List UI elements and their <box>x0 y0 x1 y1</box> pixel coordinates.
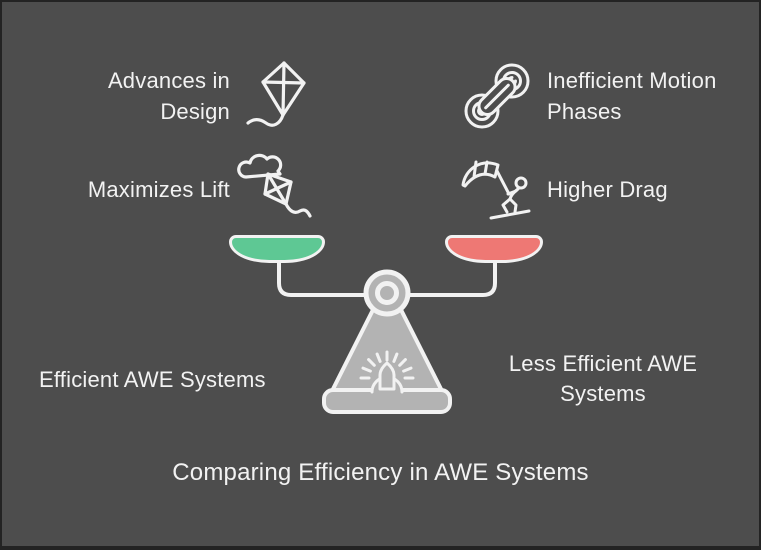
label-maximizes-lift: Maximizes Lift <box>87 177 230 202</box>
label-higher-drag: Higher Drag <box>547 177 668 202</box>
left-scale-pan <box>229 235 325 263</box>
heading-efficient-awe-systems: Efficient AWE Systems <box>39 367 266 392</box>
right-beam-arm <box>397 259 497 297</box>
gauge-needle <box>378 361 396 391</box>
balance-scale <box>277 259 497 414</box>
label-inefficient-motion-phases: Inefficient Motion Phases <box>547 68 717 124</box>
label-advances-in-design: Advances in Design <box>107 68 230 124</box>
pivot-inner-ring <box>375 281 399 305</box>
gauge-rays <box>359 350 415 380</box>
diagram-title: Comparing Efficiency in AWE Systems <box>172 459 589 486</box>
heading-less-efficient-awe-systems: Less Efficient AWE Systems <box>508 351 698 406</box>
kitesurfing-icon <box>461 160 531 220</box>
kite-with-cloud-icon <box>237 153 312 218</box>
left-beam-arm <box>277 259 377 297</box>
rope-coil-icon <box>464 63 530 129</box>
kite-icon <box>246 61 306 127</box>
stand-base <box>322 388 452 414</box>
